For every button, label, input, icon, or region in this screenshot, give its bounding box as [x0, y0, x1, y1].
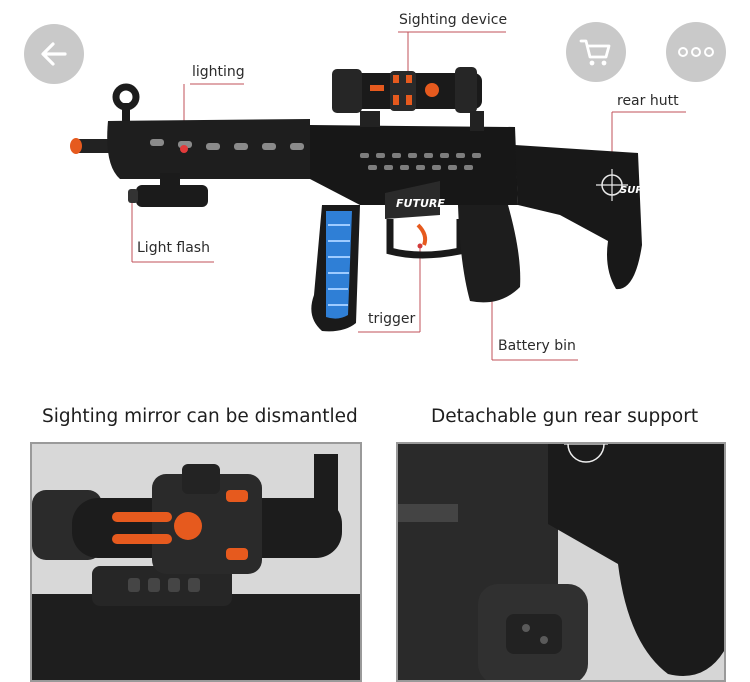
shopping-cart-icon [578, 35, 614, 69]
callout-rear-hutt: rear hutt [617, 93, 679, 109]
more-button[interactable] [666, 22, 726, 82]
callout-light-flash: Light flash [137, 240, 210, 256]
callout-lighting: lighting [192, 64, 245, 80]
callout-battery-bin: Battery bin [498, 338, 576, 354]
callout-sighting-device: Sighting device [399, 12, 508, 28]
detail-caption-rear-support: Detachable gun rear support [431, 406, 699, 427]
more-horizontal-icon [676, 45, 716, 59]
detail-caption-sight: Sighting mirror can be dismantled [42, 406, 358, 427]
detail-image-sight[interactable] [30, 442, 362, 682]
scope-closeup-illustration [32, 444, 360, 680]
gun-logo-text: FUTURE [396, 197, 445, 210]
arrow-left-icon [37, 37, 71, 71]
stock-closeup-illustration [398, 444, 724, 680]
product-image-gun[interactable]: FUTURE SUPER [60, 55, 680, 355]
stock-logo-text: SUPER [620, 185, 657, 196]
detail-image-rear-support[interactable] [396, 442, 726, 682]
back-button[interactable] [24, 24, 84, 84]
cart-button[interactable] [566, 22, 626, 82]
callout-trigger: trigger [368, 311, 416, 327]
